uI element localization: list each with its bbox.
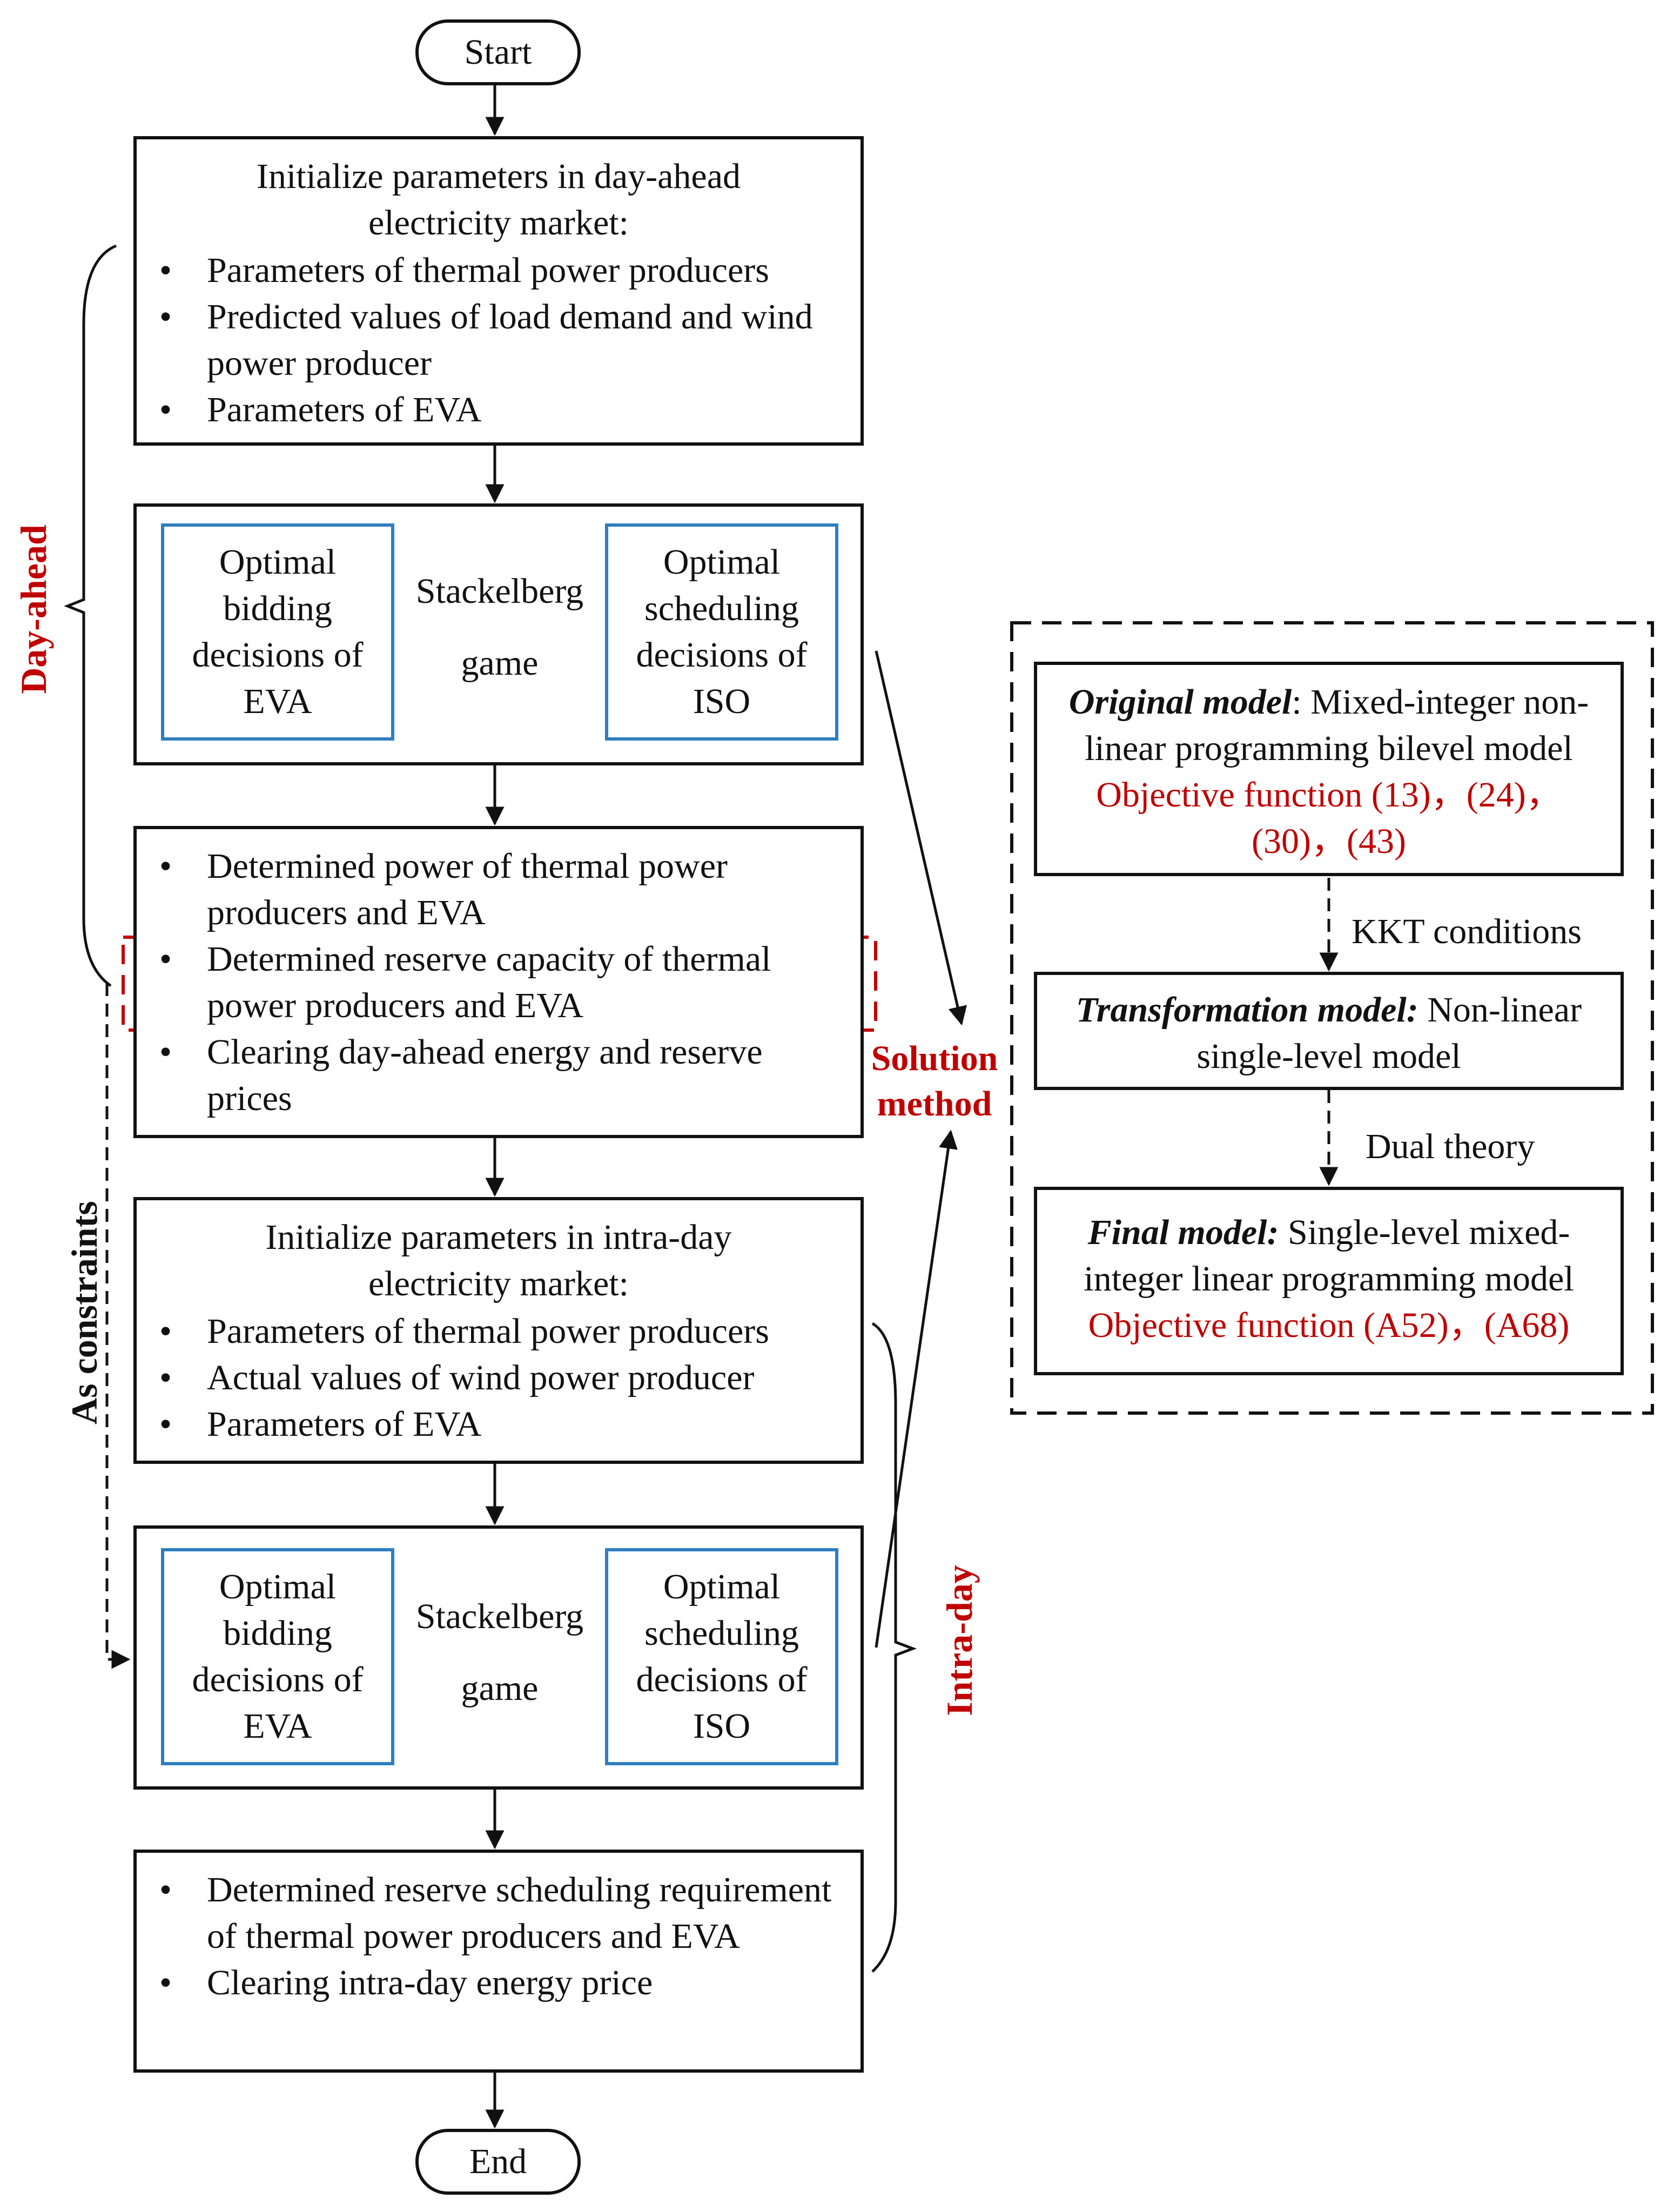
eva-bidding-line: Optimal (219, 1567, 337, 1606)
as-constraints-arrow (105, 983, 131, 1669)
iso-scheduling-line: scheduling (644, 589, 799, 628)
original-objective-2: (30)，(43) (1252, 822, 1406, 861)
original-model-desc-2: linear programming bilevel model (1085, 729, 1573, 768)
intra-day-brace (871, 1322, 917, 1973)
start-terminal: Start (415, 19, 581, 85)
box1-title-1: Initialize parameters in day-ahead (256, 157, 741, 196)
final-model-desc-2: integer linear programming model (1084, 1259, 1574, 1299)
as-constraints-label: As constraints (64, 1201, 105, 1424)
eva-bidding-line: bidding (223, 1613, 332, 1653)
box1-title-2: electricity market: (368, 203, 629, 243)
list-item: Clearing intra-day energy price (147, 1960, 855, 2006)
list-item: Determined reserve scheduling requiremen… (147, 1867, 855, 1960)
iso-scheduling-line: Optimal (663, 542, 781, 582)
list-item: Actual values of wind power producer (147, 1355, 855, 1401)
list-item: Determined power of thermal power produc… (147, 843, 855, 936)
eva-bidding-line: decisions of (192, 635, 364, 675)
day-ahead-label: Day-ahead (13, 525, 54, 694)
final-model-desc-1: Single-level mixed- (1279, 1213, 1570, 1252)
day-ahead-results-box: Determined power of thermal power produc… (133, 826, 864, 1138)
solution-arrow-top (875, 650, 967, 1026)
stackelberg-label-top: Stackelberg (415, 572, 584, 611)
game-label-bottom: game (461, 1669, 539, 1708)
eva-bidding-box-bottom: Optimal bidding decisions of EVA (161, 1548, 394, 1765)
iso-scheduling-box-bottom: Optimal scheduling decisions of ISO (605, 1548, 838, 1765)
final-objective: Objective function (A52)，(A68) (1088, 1306, 1570, 1345)
iso-scheduling-line: scheduling (644, 1613, 799, 1653)
dual-theory-label: Dual theory (1366, 1127, 1535, 1166)
final-model-title: Final model: (1087, 1213, 1279, 1252)
eva-bidding-box-top: Optimal bidding decisions of EVA (161, 523, 394, 741)
final-model-box: Final model: Single-level mixed- integer… (1034, 1187, 1624, 1375)
end-terminal: End (415, 2129, 581, 2195)
iso-scheduling-line: decisions of (636, 1660, 808, 1699)
box4-title-1: Initialize parameters in intra-day (265, 1218, 732, 1257)
solution-arrow-bottom (875, 1129, 958, 1648)
box4-list: Parameters of thermal power producers Ac… (147, 1308, 855, 1448)
kkt-label: KKT conditions (1352, 912, 1582, 951)
day-ahead-brace (64, 244, 117, 987)
transformation-model-desc-2: single-level model (1196, 1037, 1461, 1076)
list-item: Predicted values of load demand and wind… (147, 294, 855, 387)
original-model-title: Original model (1068, 682, 1292, 722)
original-model-box: Original model: Mixed-integer non- linea… (1034, 662, 1624, 876)
box3-list: Determined power of thermal power produc… (147, 843, 855, 1122)
solution-method-label: Solution method (853, 1036, 1016, 1127)
iso-scheduling-line: ISO (693, 682, 751, 721)
list-item: Determined reserve capacity of thermal p… (147, 936, 855, 1029)
iso-scheduling-line: Optimal (663, 1567, 781, 1606)
method-panel (1010, 621, 1654, 1415)
solution-label-line: method (877, 1084, 992, 1124)
end-label: End (469, 2142, 527, 2181)
intra-day-label: Intra-day (939, 1565, 980, 1716)
iso-scheduling-box-top: Optimal scheduling decisions of ISO (605, 523, 838, 741)
start-label: Start (464, 32, 532, 72)
eva-bidding-line: EVA (243, 682, 312, 721)
iso-scheduling-line: decisions of (636, 635, 808, 675)
list-item: Parameters of EVA (147, 387, 855, 433)
iso-scheduling-line: ISO (693, 1706, 751, 1746)
eva-bidding-line: decisions of (192, 1660, 364, 1699)
transformation-model-desc-1: Non-linear (1418, 990, 1582, 1030)
list-item: Parameters of thermal power producers (147, 247, 855, 294)
eva-bidding-line: EVA (243, 1706, 312, 1746)
solution-label-line: Solution (871, 1039, 998, 1078)
transformation-model-title: Transformation model: (1075, 990, 1418, 1030)
box4-title-2: electricity market: (368, 1264, 629, 1303)
day-ahead-init-box: Initialize parameters in day-ahead elect… (133, 136, 864, 446)
intra-day-init-box: Initialize parameters in intra-day elect… (133, 1197, 864, 1464)
original-model-desc-1: : Mixed-integer non- (1292, 682, 1589, 722)
box1-list: Parameters of thermal power producers Pr… (147, 247, 855, 433)
list-item: Parameters of EVA (147, 1401, 855, 1448)
eva-bidding-line: bidding (223, 589, 332, 628)
stackelberg-label-bottom: Stackelberg (415, 1597, 584, 1636)
list-item: Parameters of thermal power producers (147, 1308, 855, 1355)
transformation-model-box: Transformation model: Non-linear single-… (1034, 972, 1624, 1090)
original-objective-1: Objective function (13)，(24)， (1096, 775, 1562, 815)
eva-bidding-line: Optimal (219, 542, 337, 582)
intra-day-results-box: Determined reserve scheduling requiremen… (133, 1850, 864, 2073)
list-item: Clearing day-ahead energy and reserve pr… (147, 1029, 855, 1122)
game-label-top: game (461, 643, 539, 683)
box6-list: Determined reserve scheduling requiremen… (147, 1867, 855, 2006)
